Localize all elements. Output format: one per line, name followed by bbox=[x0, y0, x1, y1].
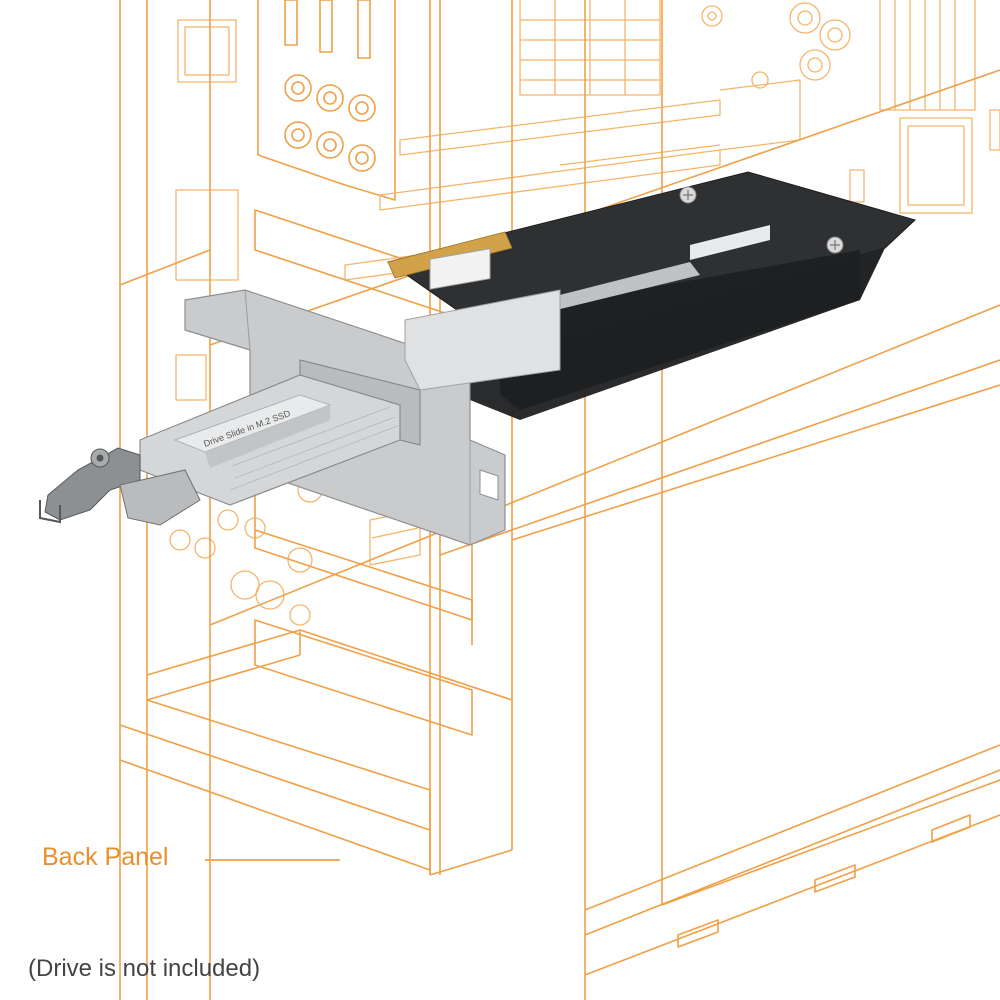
capacitor-outlines bbox=[169, 2, 851, 626]
drive-bay-slots bbox=[584, 814, 1000, 976]
drive-not-included-note: (Drive is not included) bbox=[28, 955, 261, 982]
pcie-adapter-card: Drive Slide in M.2 SSD bbox=[39, 171, 916, 546]
mounting-screws bbox=[679, 186, 844, 254]
back-panel-label: Back Panel bbox=[42, 843, 169, 871]
audio-jacks bbox=[284, 74, 376, 172]
chip-outlines bbox=[175, 19, 973, 401]
tray-handle bbox=[39, 447, 201, 526]
heatsink-outline bbox=[519, 0, 976, 111]
pcie-gold-fingers bbox=[387, 231, 513, 279]
back-panel-box bbox=[119, 629, 513, 876]
motherboard-outline bbox=[169, 0, 1000, 626]
board-slot-outlines bbox=[344, 79, 1000, 566]
pc-case-outline bbox=[119, 0, 1000, 1000]
io-panel-outline bbox=[257, 0, 396, 201]
case-perspective-lines bbox=[119, 69, 1000, 936]
